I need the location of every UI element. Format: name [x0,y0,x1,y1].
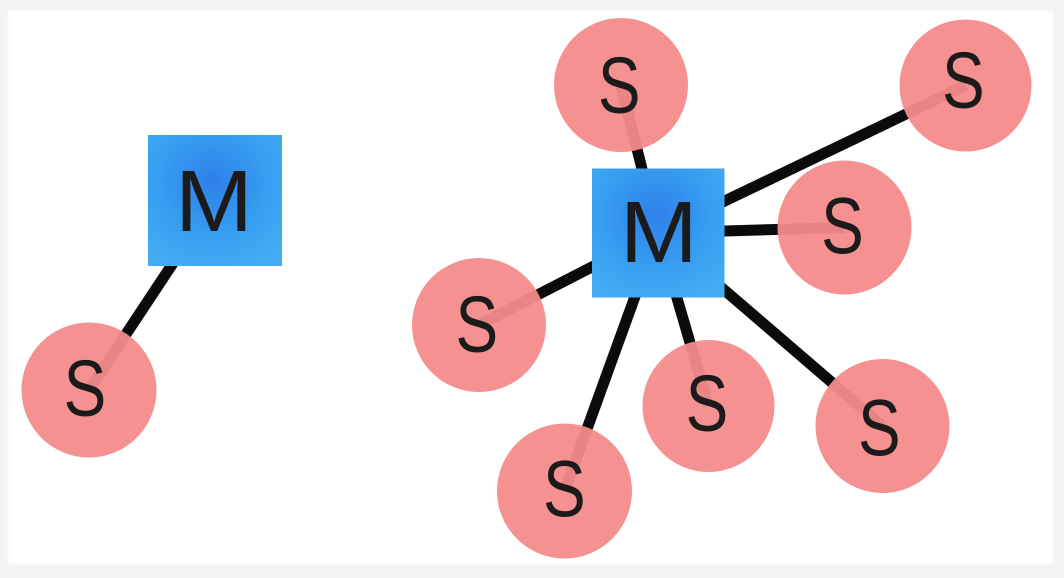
svg-text:S: S [543,444,586,533]
svg-text:S: S [64,344,107,433]
svg-text:S: S [598,41,641,130]
svg-text:M: M [620,184,698,281]
svg-text:S: S [455,280,498,369]
svg-text:S: S [858,383,901,472]
svg-text:M: M [175,153,253,250]
svg-text:S: S [686,359,729,448]
svg-text:S: S [942,36,985,125]
svg-text:S: S [821,181,864,270]
